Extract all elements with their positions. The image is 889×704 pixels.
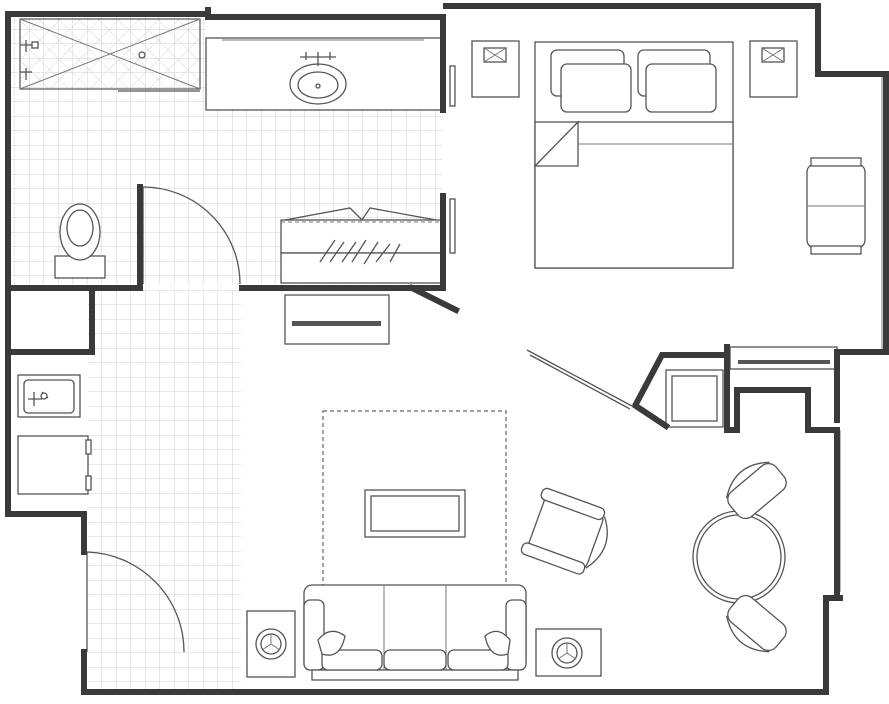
windows (836, 75, 886, 592)
pillow-icon (550, 49, 717, 113)
entry-door-swing (86, 551, 185, 653)
dresser (284, 294, 390, 345)
shower (19, 18, 201, 92)
bedroom-chair (806, 157, 866, 255)
nightstands (471, 40, 798, 98)
refrigerator (17, 435, 92, 495)
lamp-icon (551, 637, 583, 669)
vanity-sink (205, 37, 443, 111)
shower-head-icon (20, 40, 39, 80)
walls (5, 3, 889, 695)
dining-chairs (725, 461, 787, 653)
end-tables (246, 610, 602, 678)
dining-table (692, 510, 786, 604)
coffee-table (364, 489, 466, 538)
cabinet (665, 369, 724, 428)
armchair (520, 487, 608, 575)
lamp-icon (255, 628, 287, 660)
bed (533, 41, 734, 269)
bedroom-door (526, 349, 633, 410)
closet-shelf (280, 207, 444, 284)
toilet (54, 203, 106, 279)
kitchen-sink (17, 374, 81, 418)
sofa (303, 584, 527, 681)
wardrobe (729, 346, 838, 370)
